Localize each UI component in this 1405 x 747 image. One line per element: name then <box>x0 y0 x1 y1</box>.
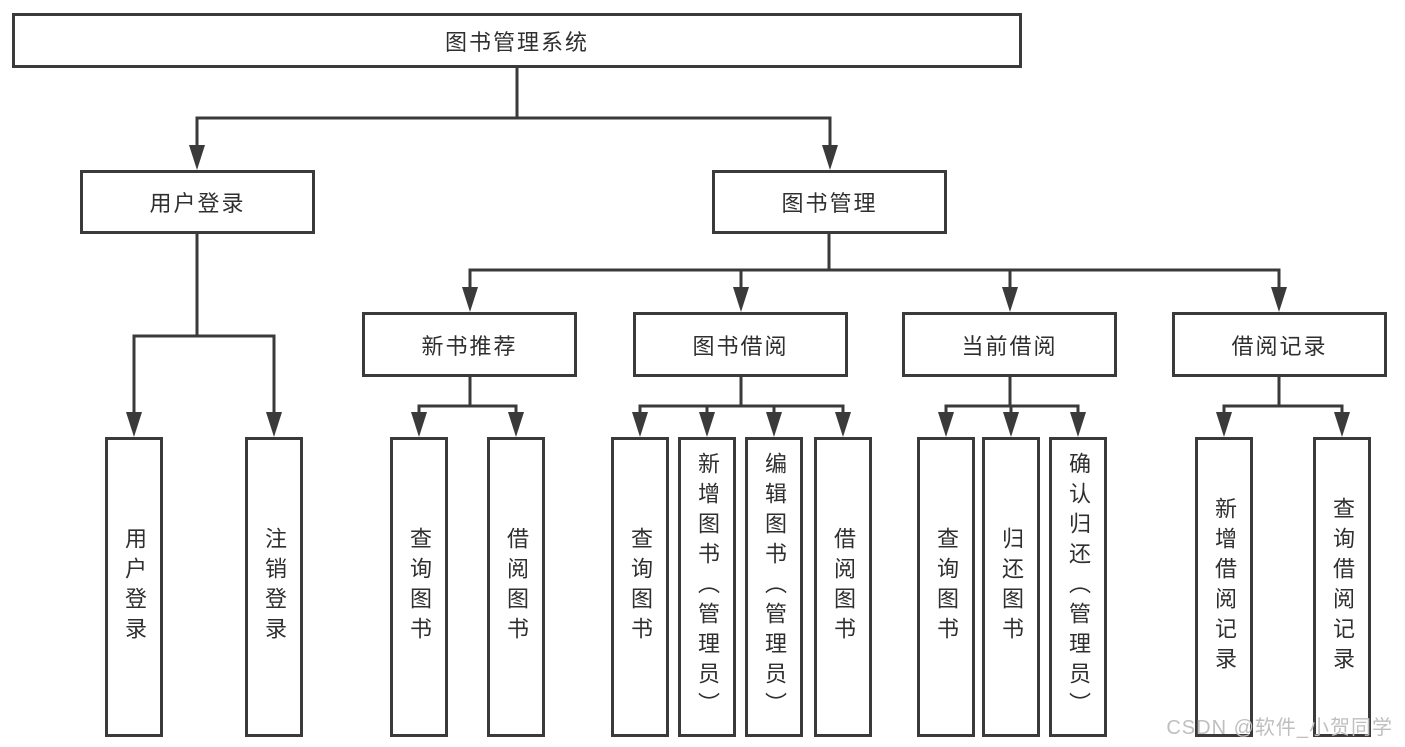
leaf-confirm-return-admin: 确认归还（管理员） <box>1049 437 1107 737</box>
leaf-edit-books-admin: 编辑图书（管理员） <box>745 437 803 737</box>
leaf-return-books: 归还图书 <box>982 437 1040 737</box>
arrow-icon <box>126 412 142 437</box>
arrow-icon <box>1002 287 1018 312</box>
leaf-logout: 注销登录 <box>245 437 303 737</box>
arrow-icon <box>1003 412 1019 437</box>
arrow-icon <box>1070 412 1086 437</box>
leaf-label: 借阅图书 <box>831 527 856 647</box>
leaf-label: 新增图书（管理员） <box>695 452 720 722</box>
leaf-query-borrow-record: 查询借阅记录 <box>1313 437 1371 737</box>
leaf-label: 编辑图书（管理员） <box>762 452 787 722</box>
arrow-icon <box>266 412 282 437</box>
arrow-icon <box>733 287 749 312</box>
leaf-query-books-recommend: 查询图书 <box>390 437 448 737</box>
leaf-label: 查询图书 <box>407 527 432 647</box>
leaf-borrow-books: 借阅图书 <box>814 437 872 737</box>
leaf-label: 查询图书 <box>934 527 959 647</box>
leaf-borrow-books-recommend: 借阅图书 <box>487 437 545 737</box>
node-book-borrow: 图书借阅 <box>633 312 848 377</box>
node-book-management: 图书管理 <box>712 170 947 234</box>
node-root: 图书管理系统 <box>12 13 1022 68</box>
leaf-query-books-borrow: 查询图书 <box>611 437 669 737</box>
arrow-icon <box>1271 287 1287 312</box>
arrow-icon <box>766 412 782 437</box>
arrow-icon <box>822 145 838 170</box>
arrow-icon <box>508 412 524 437</box>
watermark: CSDN @软件_小贺同学 <box>1166 717 1393 739</box>
leaf-label: 借阅图书 <box>504 527 529 647</box>
leaf-label: 注销登录 <box>262 527 287 647</box>
leaf-label: 用户登录 <box>122 527 147 647</box>
arrow-icon <box>835 412 851 437</box>
leaf-label: 查询图书 <box>628 527 653 647</box>
node-user-login: 用户登录 <box>80 170 315 234</box>
leaf-label: 查询借阅记录 <box>1330 497 1355 677</box>
arrow-icon <box>411 412 427 437</box>
leaf-label: 确认归还（管理员） <box>1066 452 1091 722</box>
leaf-add-books-admin: 新增图书（管理员） <box>678 437 736 737</box>
arrow-icon <box>938 412 954 437</box>
arrow-icon <box>699 412 715 437</box>
arrow-icon <box>1334 412 1350 437</box>
leaf-label: 新增借阅记录 <box>1212 497 1237 677</box>
leaf-add-borrow-record: 新增借阅记录 <box>1195 437 1253 737</box>
leaf-user-login: 用户登录 <box>105 437 163 737</box>
leaf-query-books-current: 查询图书 <box>917 437 975 737</box>
arrow-icon <box>1216 412 1232 437</box>
node-new-book-recommend: 新书推荐 <box>362 312 577 377</box>
node-current-borrow: 当前借阅 <box>902 312 1117 377</box>
arrow-icon <box>632 412 648 437</box>
node-borrow-records: 借阅记录 <box>1172 312 1387 377</box>
arrow-icon <box>462 287 478 312</box>
arrow-icon <box>189 145 205 170</box>
leaf-label: 归还图书 <box>999 527 1024 647</box>
